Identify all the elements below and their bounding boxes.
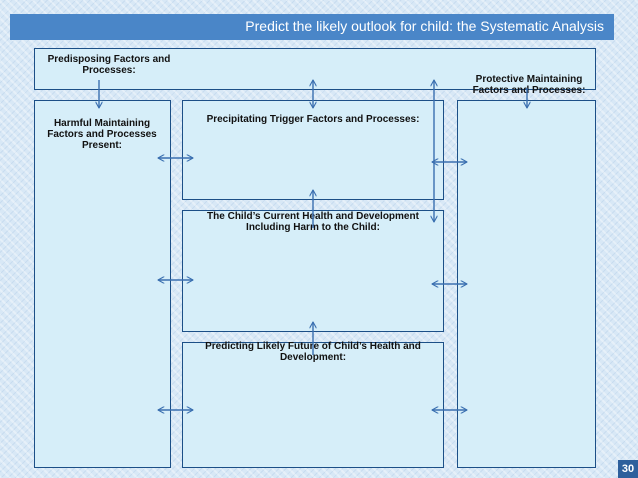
protective-label: Protective Maintaining Factors and Proce… xyxy=(472,74,586,96)
current-health-box xyxy=(182,210,444,332)
harmful-box xyxy=(34,100,171,468)
harmful-label: Harmful Maintaining Factors and Processe… xyxy=(47,118,157,151)
predicting-box xyxy=(182,342,444,468)
slide-title: Predict the likely outlook for child: th… xyxy=(245,18,604,34)
title-bar: Predict the likely outlook for child: th… xyxy=(10,14,614,40)
precipitating-label: Precipitating Trigger Factors and Proces… xyxy=(206,114,420,125)
page-number: 30 xyxy=(618,460,638,478)
predisposing-label: Predisposing Factors and Processes: xyxy=(47,54,171,76)
